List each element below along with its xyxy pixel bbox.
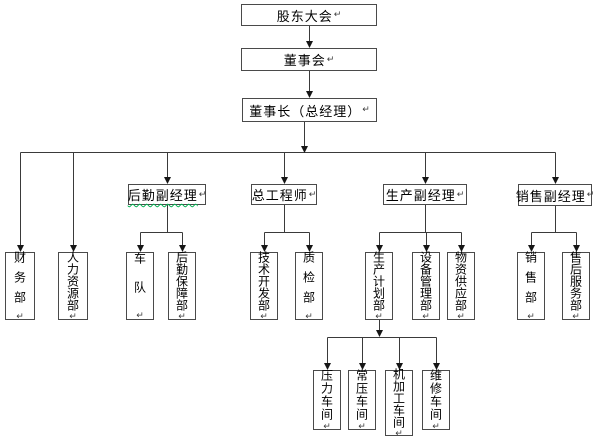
paragraph-mark-icon: ↵ [15, 311, 25, 322]
org-node-board: 董事会↵ [241, 48, 377, 71]
node-label: 股东大会 [276, 9, 333, 25]
org-node-sales-manager: 销售副经理↵ [515, 184, 595, 206]
node-label: 常压车间 [354, 368, 369, 421]
node-label: 质检部 [301, 250, 316, 311]
node-label: 维修车间 [428, 368, 443, 421]
paragraph-mark-icon: ↵ [362, 105, 370, 115]
org-node-human-resources: 人力资源部↵ [58, 250, 88, 322]
node-label: 后勤副经理 [127, 189, 198, 204]
org-node-chief-engineer: 总工程师↵ [251, 184, 317, 205]
node-label: 销售副经理 [515, 189, 586, 205]
node-label: 总工程师 [251, 189, 308, 204]
paragraph-mark-icon: ↵ [374, 311, 384, 322]
paragraph-mark-icon: ↵ [259, 311, 269, 322]
node-label: 人力资源部 [65, 250, 80, 311]
paragraph-mark-icon: ↵ [421, 311, 431, 322]
node-label: 后勤保障部 [174, 250, 189, 311]
paragraph-mark-icon: ↵ [456, 189, 465, 200]
paragraph-mark-icon: ↵ [135, 310, 145, 321]
node-label: 压力车间 [319, 368, 334, 421]
node-label: 销售部 [523, 250, 538, 311]
org-node-production-manager: 生产副经理↵ [383, 184, 467, 205]
org-node-machining-workshop: 机加工车间↵ [385, 367, 413, 438]
org-node-sales-department: 销售部↵ [517, 250, 545, 322]
paragraph-mark-icon: ↵ [431, 421, 441, 432]
org-node-logistics-support: 后勤保障部↵ [168, 250, 196, 322]
paragraph-mark-icon: ↵ [357, 421, 367, 432]
org-node-logistics-manager: 后勤副经理↵ [128, 184, 206, 205]
paragraph-mark-icon: ↵ [571, 311, 581, 322]
org-node-atmospheric-workshop: 常压车间↵ [348, 368, 376, 432]
org-node-after-sales-service: 售后服务部↵ [562, 250, 590, 322]
node-label: 董事会 [283, 54, 326, 69]
org-node-quality-inspection: 质检部↵ [295, 250, 323, 322]
node-label: 生产副经理 [385, 189, 456, 204]
org-node-fleet: 车队↵ [126, 251, 154, 321]
org-node-maintenance-workshop: 维修车间↵ [422, 368, 450, 432]
node-label: 物资供应部 [453, 250, 468, 311]
node-label: 售后服务部 [568, 250, 583, 311]
paragraph-mark-icon: ↵ [177, 311, 187, 322]
org-node-production-planning: 生产计划部↵ [365, 250, 393, 322]
node-label: 车队 [132, 251, 147, 310]
org-node-shareholders: 股东大会↵ [241, 4, 377, 26]
paragraph-mark-icon: ↵ [586, 190, 595, 200]
paragraph-mark-icon: ↵ [394, 428, 404, 438]
node-label: 董事长（总经理） [249, 104, 362, 120]
paragraph-mark-icon: ↵ [68, 311, 78, 322]
paragraph-mark-icon: ↵ [326, 54, 335, 65]
org-node-pressure-workshop: 压力车间↵ [313, 368, 341, 432]
org-node-finance: 财务部↵ [5, 250, 35, 322]
paragraph-mark-icon: ↵ [322, 421, 332, 432]
org-node-material-supply: 物资供应部↵ [447, 250, 475, 322]
node-label: 技术开发部 [256, 250, 271, 311]
paragraph-mark-icon: ↵ [198, 189, 207, 200]
org-node-tech-development: 技术开发部↵ [250, 250, 278, 322]
paragraph-mark-icon: ↵ [526, 311, 536, 322]
node-label: 财务部 [12, 250, 27, 311]
node-label: 机加工车间 [391, 367, 406, 428]
paragraph-mark-icon: ↵ [333, 10, 342, 20]
paragraph-mark-icon: ↵ [304, 311, 314, 322]
org-node-equipment-management: 设备管理部↵ [412, 250, 440, 322]
node-label: 设备管理部 [418, 250, 433, 311]
org-node-chairman: 董事长（总经理）↵ [242, 98, 377, 122]
node-label: 生产计划部 [371, 250, 386, 311]
paragraph-mark-icon: ↵ [308, 189, 317, 200]
paragraph-mark-icon: ↵ [456, 311, 466, 322]
